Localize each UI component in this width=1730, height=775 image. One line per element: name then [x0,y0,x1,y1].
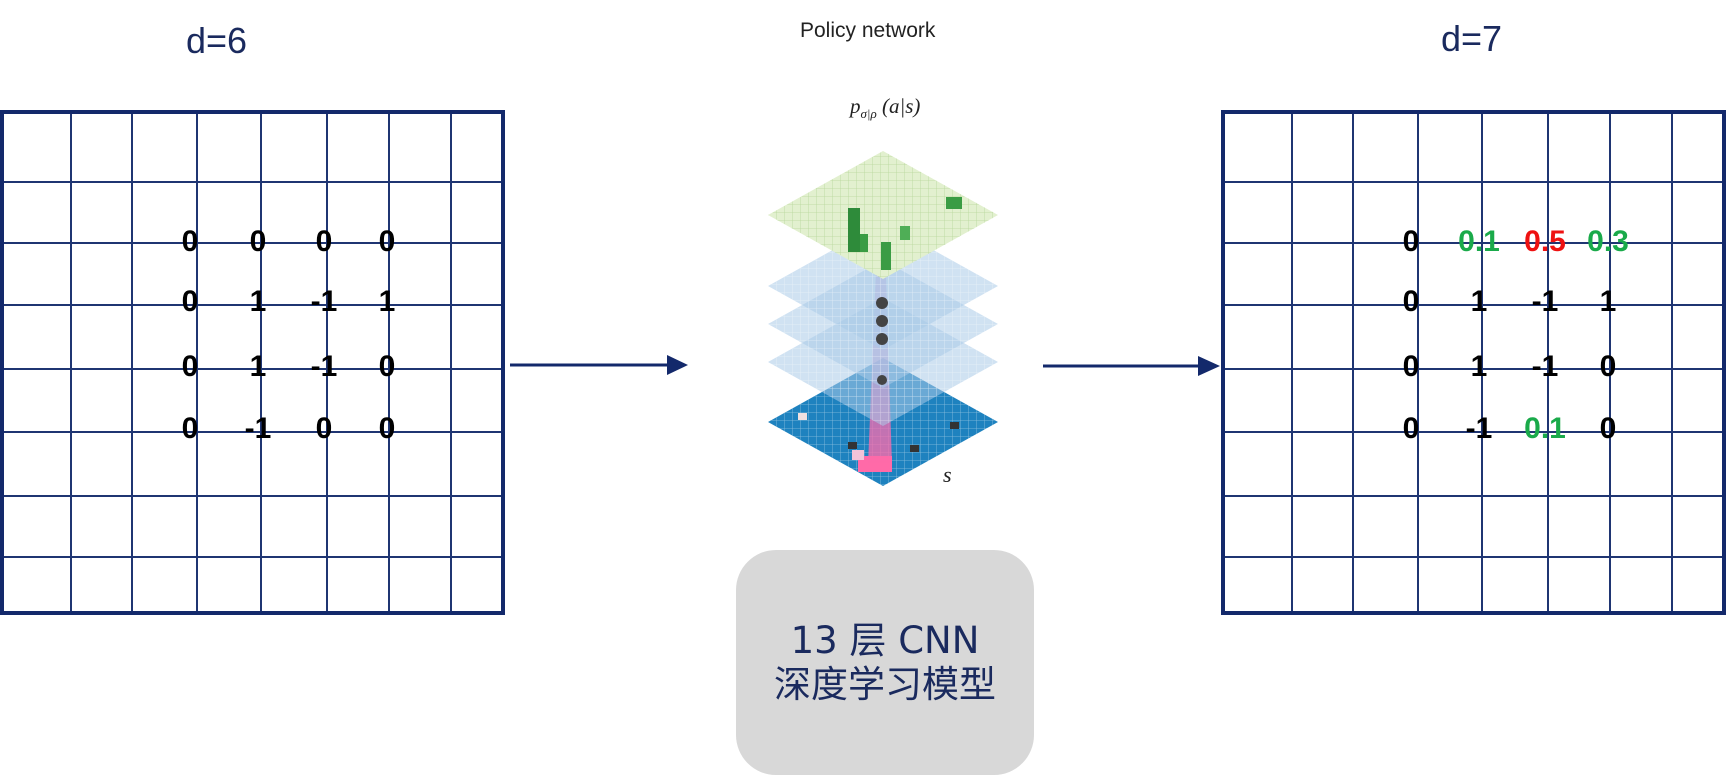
cell-value: 0 [315,225,333,258]
cnn-model-box: 13 层 CNN 深度学习模型 [736,550,1034,775]
grid-line-horizontal [1225,556,1722,558]
right-depth-label: d=7 [1441,18,1503,59]
grid-line-vertical [1417,114,1419,611]
arrow-left-to-network [510,355,688,375]
cell-value: -1 [1531,285,1559,318]
model-line-2: 深度学习模型 [774,662,996,706]
grid-line-vertical [450,114,452,611]
grid-line-horizontal [1225,431,1722,433]
grid-line-horizontal [4,431,501,433]
cell-value: 1 [378,285,396,318]
output-layer [768,151,998,279]
grid-line-vertical [196,114,198,611]
grid-line-horizontal [1225,242,1722,244]
cell-value: -1 [310,285,338,318]
grid-line-vertical [1671,114,1673,611]
cell-value: -1 [310,350,338,383]
cell-value: 0 [1402,350,1420,383]
cell-value: 0 [315,412,333,445]
policy-formula: pσ|ρ (a|s) [850,94,920,122]
cell-value: 0 [181,412,199,445]
cell-value: 0.3 [1587,225,1629,258]
policy-network-title: Policy network [800,19,936,42]
left-board: 0 0 0 0 0 1 -1 1 0 1 -1 0 0 -1 0 0 [0,110,505,615]
grid-line-vertical [1609,114,1611,611]
grid-line-vertical [1291,114,1293,611]
formula-subscript: σ|ρ [860,106,877,122]
grid-line-horizontal [1225,368,1722,370]
cell-value: 1 [1470,285,1488,318]
grid-line-horizontal [1225,495,1722,497]
grid-line-vertical [70,114,72,611]
cell-value: 0 [378,412,396,445]
grid-line-horizontal [1225,181,1722,183]
grid-line-horizontal [4,495,501,497]
cell-value: 1 [249,350,267,383]
grid-line-horizontal [4,368,501,370]
arrow-network-to-right [1043,356,1220,376]
cell-value: 0 [249,225,267,258]
formula-rest: (a|s) [876,94,921,118]
grid-line-vertical [1481,114,1483,611]
cell-value: 0 [1599,412,1617,445]
cell-value: 0 [1599,350,1617,383]
cell-value: 0 [378,350,396,383]
cell-value: 0.5 [1524,225,1566,258]
grid-line-vertical [388,114,390,611]
grid-line-horizontal [4,181,501,183]
cell-value: 0 [181,225,199,258]
cell-value: 0.1 [1524,412,1566,445]
grid-line-horizontal [4,304,501,306]
formula-p: p [850,94,861,118]
right-board: 0 0.1 0.5 0.3 0 1 -1 1 0 1 -1 0 0 -1 0.1 0 [1221,110,1726,615]
hidden-layers [768,222,998,426]
grid-line-horizontal [4,242,501,244]
grid-line-horizontal [1225,304,1722,306]
cell-value: 0 [1402,285,1420,318]
cell-value: 1 [249,285,267,318]
grid-line-vertical [260,114,262,611]
layer-ellipsis-dots [876,297,888,385]
state-label: s [943,462,952,487]
cell-value: -1 [244,412,272,445]
policy-network-illustration [768,151,998,486]
cell-value: 1 [1470,350,1488,383]
cell-value: 0 [181,350,199,383]
cell-value: 0 [1402,412,1420,445]
cell-value: 0 [1402,225,1420,258]
grid-line-vertical [1352,114,1354,611]
cell-value: -1 [1531,350,1559,383]
cell-value: 0 [181,285,199,318]
cell-value: 1 [1599,285,1617,318]
model-line-1: 13 层 CNN [790,618,980,662]
grid-line-vertical [326,114,328,611]
grid-line-vertical [131,114,133,611]
cell-value: -1 [1465,412,1493,445]
cell-value: 0 [378,225,396,258]
grid-line-horizontal [4,556,501,558]
left-depth-label: d=6 [186,20,248,61]
grid-line-vertical [1547,114,1549,611]
cell-value: 0.1 [1458,225,1500,258]
